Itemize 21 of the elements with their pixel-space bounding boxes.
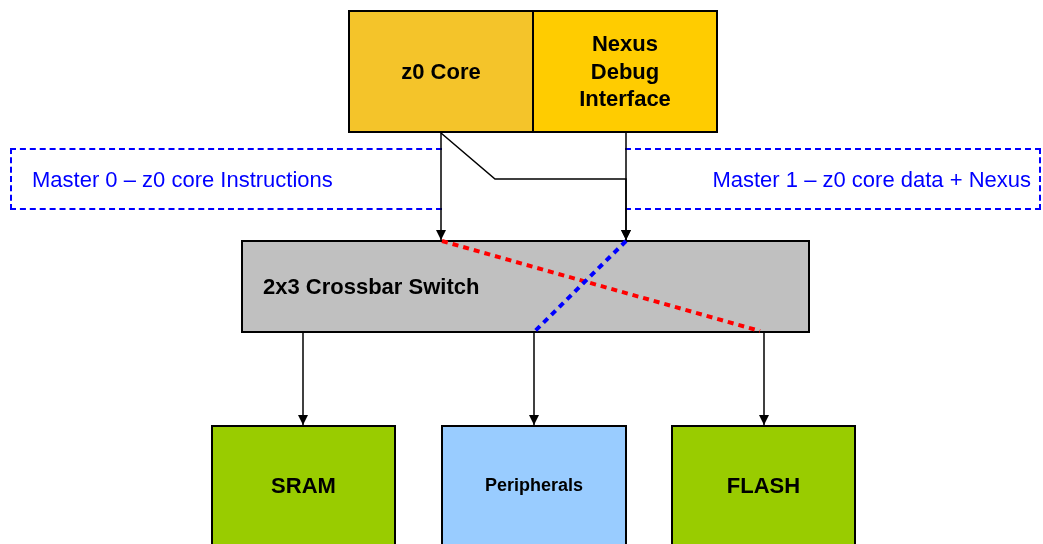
arrow (759, 332, 769, 426)
node-label: Peripherals (484, 474, 584, 497)
node-label: Master 1 – z0 core data + Nexus (712, 165, 1031, 194)
node-label: 2x3 Crossbar Switch (263, 273, 480, 301)
arrow (298, 332, 308, 426)
node-label: Master 0 – z0 core Instructions (32, 165, 333, 194)
peripherals-box (441, 425, 627, 544)
node-label: FLASH (726, 472, 801, 500)
node-label: SRAM (271, 472, 336, 500)
arrow (529, 332, 539, 426)
core-box (348, 10, 534, 133)
master-region (10, 148, 442, 210)
master-region (625, 148, 1041, 210)
memory-box (211, 425, 396, 544)
node-label: z0 Core (401, 57, 481, 86)
memory-box (671, 425, 856, 544)
debug-interface-box (532, 10, 718, 133)
arrow (440, 132, 631, 241)
node-label: Nexus Debug Interface (578, 30, 672, 113)
crossbar-box (241, 240, 810, 333)
arrow (436, 132, 446, 241)
